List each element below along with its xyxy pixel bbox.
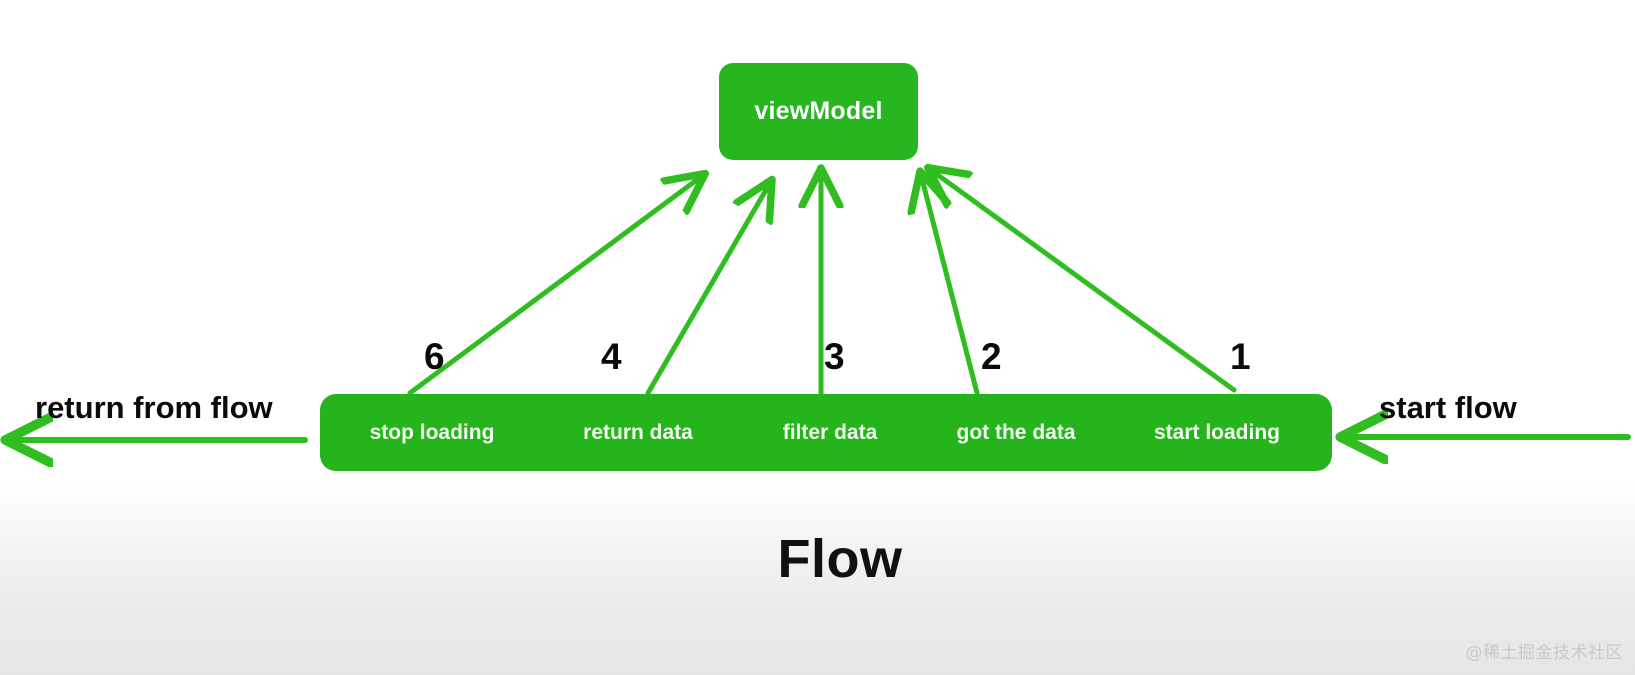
- flow-bar[interactable]: stop loading return data filter data got…: [320, 394, 1332, 471]
- return-from-flow-caption: return from flow: [35, 390, 273, 425]
- flow-stage-return-data[interactable]: return data: [583, 420, 693, 444]
- flow-stage-filter-data[interactable]: filter data: [782, 420, 878, 444]
- arrow-step-6: [407, 176, 702, 396]
- flow-stage-start-loading[interactable]: start loading: [1153, 420, 1281, 444]
- start-flow-caption: start flow: [1379, 390, 1517, 425]
- arrow-step-4: [645, 183, 770, 396]
- flow-stage-got-the-data[interactable]: got the data: [956, 420, 1076, 444]
- step-number-1: 1: [1230, 336, 1251, 377]
- arrow-step-1: [931, 170, 1237, 393]
- watermark: @稀土掘金技术社区: [1465, 643, 1623, 663]
- step-number-2: 2: [981, 336, 1002, 377]
- page-title: Flow: [777, 529, 903, 589]
- viewmodel-node[interactable]: viewModel: [719, 63, 918, 160]
- step-number-4: 4: [601, 336, 622, 377]
- arrow-step-2: [921, 175, 980, 396]
- viewmodel-label: viewModel: [754, 97, 883, 125]
- step-number-3: 3: [824, 336, 845, 377]
- flow-stage-stop-loading[interactable]: stop loading: [369, 420, 495, 444]
- step-number-6: 6: [424, 336, 445, 377]
